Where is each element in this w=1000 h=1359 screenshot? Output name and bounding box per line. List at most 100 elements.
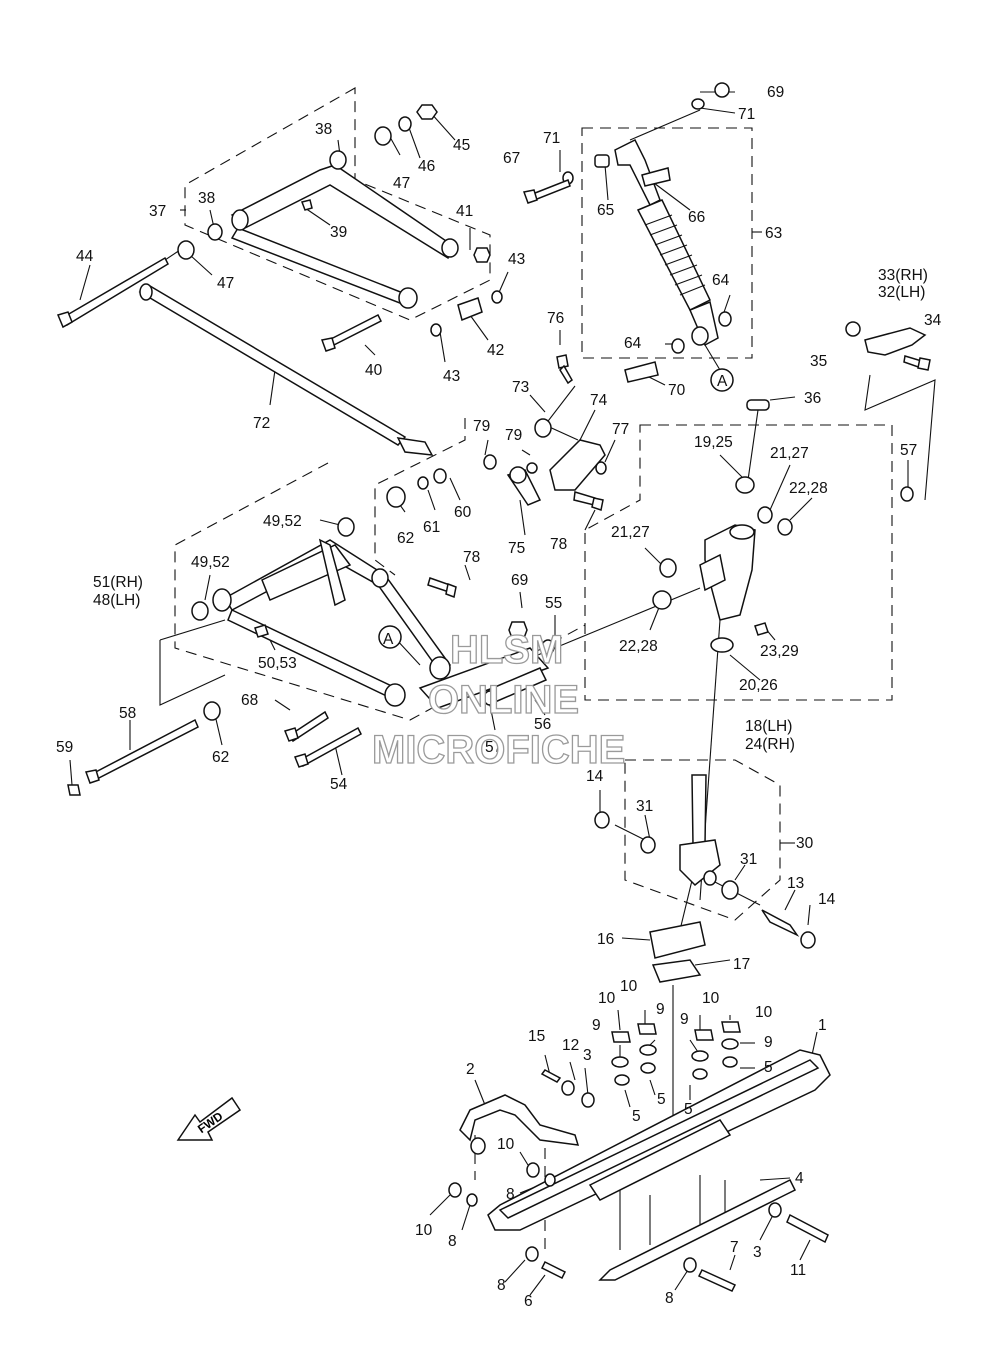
callout-label: 39 — [330, 224, 347, 241]
callout-label: 8 — [506, 1186, 515, 1203]
callout-label: A — [717, 373, 728, 390]
callout-label: 14 — [586, 768, 604, 785]
callout-label: 10 — [702, 990, 720, 1007]
callout-label: A — [383, 631, 394, 648]
callout-label: 38 — [198, 190, 215, 207]
callout-label: 71 — [738, 106, 755, 123]
callout-label: 77 — [612, 421, 629, 438]
callout-label: 67 — [503, 150, 520, 167]
callout-label: 75 — [508, 540, 525, 557]
callout-label: 37 — [149, 203, 166, 220]
steering-arm — [556, 321, 931, 385]
steering-rod — [138, 283, 434, 456]
callout-label: 23,29 — [760, 643, 799, 660]
callout-label: 45 — [453, 137, 470, 154]
callout-label: 68 — [241, 692, 258, 709]
callout-label: 57 — [485, 739, 502, 756]
callout-label: 55 — [545, 595, 562, 612]
callout-label: 74 — [590, 392, 608, 409]
callout-label: 18(LH) — [745, 718, 792, 735]
callout-label: 10 — [415, 1222, 433, 1239]
callout-label: 50,53 — [258, 655, 297, 672]
callout-label: 69 — [511, 572, 528, 589]
upper-a-arm — [56, 104, 503, 352]
callout-label: 16 — [597, 931, 614, 948]
callout-label: 3 — [753, 1244, 762, 1261]
watermark-line-2: ONLINE — [428, 678, 579, 722]
callout-label: 49,52 — [191, 554, 230, 571]
fwd-arrow-icon: FWD — [176, 1096, 242, 1141]
callout-label: 32(LH) — [878, 284, 925, 301]
callout-label: 44 — [76, 248, 94, 265]
callout-label: 3 — [583, 1047, 592, 1064]
callout-label: 47 — [217, 275, 234, 292]
callout-label: 8 — [497, 1277, 506, 1294]
callout-label: 7 — [730, 1239, 739, 1256]
callout-labels: 69 71 38 45 46 47 71 67 65 66 63 37 38 3… — [56, 84, 942, 1310]
callout-label: 9 — [592, 1017, 601, 1034]
callout-label: 6 — [524, 1293, 533, 1310]
callout-label: 49,52 — [263, 513, 302, 530]
callout-label: 34 — [924, 312, 942, 329]
callout-label: 22,28 — [789, 480, 828, 497]
callout-label: 40 — [365, 362, 383, 379]
shock-absorber — [522, 82, 734, 392]
callout-label: 38 — [315, 121, 332, 138]
callout-label: 66 — [688, 209, 705, 226]
callout-label: 62 — [212, 749, 229, 766]
watermark-line-1: HLSM — [450, 628, 563, 672]
callout-label: 19,25 — [694, 434, 733, 451]
callout-label: 11 — [790, 1262, 806, 1279]
callout-label: 30 — [796, 835, 814, 852]
callout-label: 2 — [466, 1061, 475, 1078]
callout-label: 65 — [597, 202, 614, 219]
callout-label: 70 — [668, 382, 686, 399]
lower-a-arm — [67, 538, 555, 796]
callout-label: 31 — [740, 851, 757, 868]
callout-label: 43 — [443, 368, 460, 385]
callout-label: 14 — [818, 891, 836, 908]
callout-label: 56 — [534, 716, 551, 733]
callout-label: 76 — [547, 310, 564, 327]
watermark-line-3: MICROFICHE — [372, 728, 625, 772]
callout-label: 63 — [765, 225, 782, 242]
callout-label: 58 — [119, 705, 136, 722]
callout-label: 4 — [795, 1170, 804, 1187]
callout-label: 35 — [810, 353, 827, 370]
callout-label: 47 — [393, 175, 410, 192]
callout-label: 5 — [764, 1059, 773, 1076]
callout-label: 71 — [543, 130, 560, 147]
callout-label: 10 — [620, 978, 638, 995]
callout-label: 72 — [253, 415, 270, 432]
callout-label: 24(RH) — [745, 736, 795, 753]
callout-label: 21,27 — [770, 445, 809, 462]
callout-label: 31 — [636, 798, 653, 815]
linkage-parts — [337, 399, 914, 599]
callout-label: 69 — [767, 84, 784, 101]
callout-label: 33(RH) — [878, 267, 928, 284]
callout-label: 9 — [656, 1001, 665, 1018]
callout-label: 46 — [418, 158, 435, 175]
callout-label: 78 — [550, 536, 567, 553]
spindle-knuckle — [652, 476, 793, 653]
callout-label: 8 — [448, 1233, 457, 1250]
callout-label: 48(LH) — [93, 592, 140, 609]
callout-label: 57 — [900, 442, 917, 459]
callout-label: 51(RH) — [93, 574, 143, 591]
callout-label: 21,27 — [611, 524, 650, 541]
callout-label: 73 — [512, 379, 529, 396]
callout-label: 10 — [598, 990, 616, 1007]
callout-label: 78 — [463, 549, 480, 566]
callout-label: 43 — [508, 251, 525, 268]
callout-label: 5 — [684, 1101, 693, 1118]
callout-label: 36 — [804, 390, 821, 407]
ski-assembly — [448, 1021, 831, 1292]
callout-label: 42 — [487, 342, 504, 359]
callout-label: 9 — [680, 1011, 689, 1028]
callout-label: 10 — [497, 1136, 515, 1153]
watermark: HLSM ONLINE MICROFICHE — [371, 627, 626, 772]
callout-label: 62 — [397, 530, 414, 547]
callout-label: 20,26 — [739, 677, 778, 694]
callout-label: 64 — [712, 272, 730, 289]
